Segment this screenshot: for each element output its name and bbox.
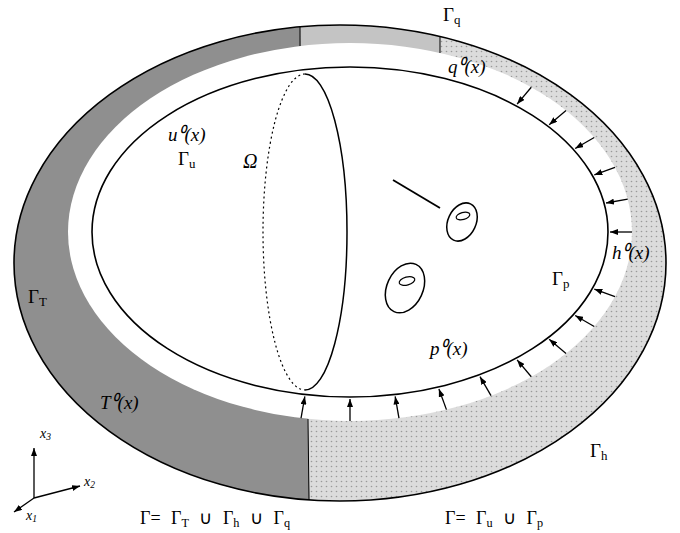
boundary-symbol: Ω: [243, 150, 257, 173]
ellipse-outline: [14, 25, 666, 501]
traction-arrow: [549, 339, 566, 353]
axis-label: x1: [26, 508, 37, 524]
axis-label: x2: [84, 474, 95, 490]
band-separator: [308, 419, 309, 500]
traction-arrow: [480, 377, 491, 396]
traction-arrow: [517, 87, 531, 104]
void-cavity-inner: [398, 275, 416, 287]
text-run: h⁰(x): [612, 242, 650, 263]
text-run: Γ: [443, 4, 454, 25]
crack-line: [393, 180, 440, 208]
traction-arrow: [301, 396, 305, 418]
axis-arrow: [33, 448, 34, 498]
traction-arrow: [517, 360, 531, 377]
text-run: x: [40, 426, 46, 441]
ellipse-outline: [92, 67, 608, 397]
boundary-band-t: [14, 25, 666, 501]
text-run: Γ= Γ: [445, 508, 486, 528]
text-run: u: [189, 156, 195, 171]
text-run: T: [39, 294, 47, 309]
boundary-band-q: [14, 25, 666, 501]
text-run: q: [454, 12, 460, 27]
text-run: ∪ Γ: [189, 508, 233, 528]
ellipse-outline: [14, 25, 666, 501]
boundary-body: q⁰(x)h⁰(x)ΓTT⁰(x)u⁰(x)ΓuΩΓpp⁰(x): [14, 25, 666, 501]
text-run: p: [563, 276, 569, 291]
text-run: ∪ Γ: [239, 508, 283, 528]
traction-arrow: [606, 199, 628, 203]
domain-region: u⁰(x) Γu Ω Γp p⁰(x): [92, 67, 608, 397]
boundary-equation: Γ= Γu ∪ Γp: [445, 508, 543, 529]
text-run: u⁰(x): [168, 124, 206, 145]
text-run: Γ= Γ: [140, 508, 181, 528]
band-separator: [440, 36, 441, 53]
text-run: p: [537, 516, 543, 530]
crack-plane-back: [263, 74, 305, 390]
traction-arrow: [610, 231, 632, 232]
traction-arrows: [301, 87, 632, 421]
boundary-symbol: q⁰(x): [448, 56, 486, 78]
boundary-symbol: Γh: [590, 440, 607, 462]
text-run: T: [181, 516, 188, 530]
text-run: Γ: [552, 268, 563, 289]
boundary-symbol: Γu: [178, 148, 195, 170]
text-run: Γ: [28, 286, 39, 307]
void-cavity: [378, 257, 433, 319]
text-run: x: [26, 508, 32, 523]
traction-arrow: [349, 399, 350, 421]
traction-arrow: [395, 396, 399, 418]
crack-plane-front: [305, 74, 347, 390]
boundary-symbol: T⁰(x): [100, 392, 139, 414]
text-run: Γ: [590, 440, 601, 461]
boundary-symbol: Γq: [443, 4, 460, 26]
text-run: Ω: [243, 150, 257, 172]
void-cavity-inner: [455, 211, 470, 221]
text-run: q⁰(x): [448, 56, 486, 77]
text-run: ∪ Γ: [493, 508, 537, 528]
boundary-symbol: h⁰(x): [612, 242, 650, 264]
boundary-band-h: [14, 25, 666, 501]
traction-arrow: [594, 289, 615, 297]
traction-arrow: [575, 138, 594, 149]
text-run: Γ: [178, 148, 189, 169]
text-run: h: [601, 448, 607, 463]
text-run: p⁰(x): [430, 338, 468, 359]
text-run: h: [233, 516, 239, 530]
axis-arrow: [34, 486, 80, 498]
boundary-symbol: ΓT: [28, 286, 47, 308]
text-run: u: [486, 516, 492, 530]
traction-arrow: [549, 111, 566, 125]
boundary-symbol: u⁰(x): [168, 124, 206, 146]
traction-arrow: [439, 389, 447, 410]
traction-arrow: [594, 167, 615, 175]
gap-ring: [68, 43, 632, 421]
boundary-symbol: p⁰(x): [430, 338, 468, 360]
ellipse-outline: [92, 67, 608, 397]
text-run: 1: [32, 514, 37, 524]
void-cavity: [441, 198, 483, 246]
text-run: q: [284, 516, 290, 530]
traction-arrow: [575, 316, 594, 327]
text-run: x: [84, 474, 90, 489]
axis-label: x3: [40, 426, 51, 442]
text-run: 2: [90, 480, 95, 490]
text-run: T⁰(x): [100, 392, 139, 413]
text-run: 3: [46, 432, 51, 442]
boundary-equation: Γ= ΓT ∪ Γh ∪ Γq: [140, 508, 290, 529]
boundary-symbol: Γp: [552, 268, 569, 290]
band-separator: [300, 27, 301, 46]
